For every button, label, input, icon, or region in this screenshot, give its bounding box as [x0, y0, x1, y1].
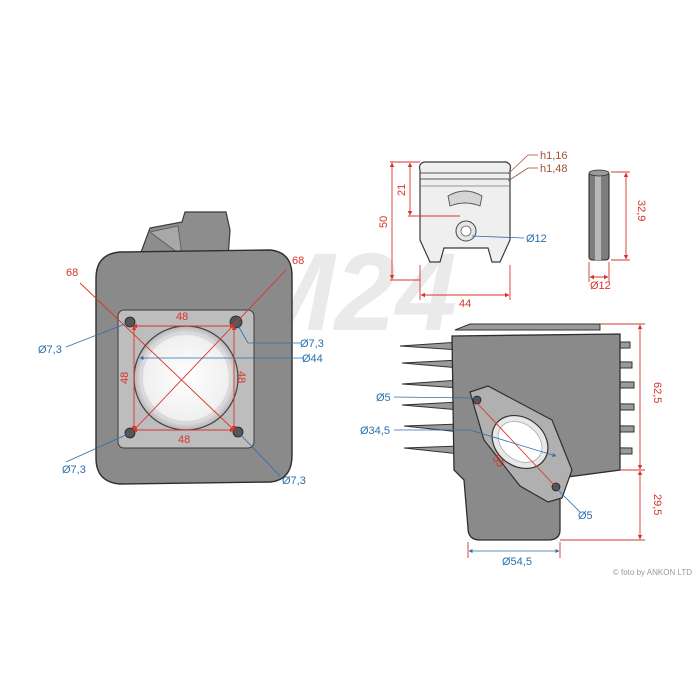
- piston-drawing: [389, 154, 538, 300]
- stud-hole-bottom-right-label: Ø7,3: [282, 475, 306, 487]
- port-hole-bottom-label: Ø5: [578, 510, 593, 522]
- stud-hole-top-right-label: Ø7,3: [300, 338, 324, 350]
- piston-pin-height-label: 21: [396, 184, 408, 196]
- port-hole-top-label: Ø5: [376, 392, 391, 404]
- bore-diameter-label: Ø44: [302, 353, 323, 365]
- stud-hole-bottom-left-label: Ø7,3: [62, 464, 86, 476]
- pin-diameter-label: Ø12: [590, 280, 611, 292]
- copyright-text: © foto by ANKON LTD: [612, 568, 692, 577]
- ring-top-label: h1,16: [540, 150, 568, 162]
- bolt-span-right-label: 48: [235, 371, 247, 383]
- cylinder-side-view: [393, 323, 645, 558]
- flange-diagonal-label: 55: [490, 453, 507, 470]
- stud-hole-top-left-label: Ø7,3: [38, 344, 62, 356]
- bolt-span-bottom-label: 48: [178, 434, 190, 446]
- pin-bore-label: Ø12: [526, 233, 547, 245]
- cylinder-top-view: [65, 211, 304, 485]
- piston-diameter-label: 44: [459, 298, 471, 310]
- ring-bottom-label: h1,48: [540, 163, 568, 175]
- exhaust-port-label: Ø34,5: [360, 425, 390, 437]
- bolt-span-top-label: 48: [176, 311, 188, 323]
- cyl-height-lower-label: 29,5: [651, 494, 663, 515]
- bolt-span-left-label: 48: [119, 372, 131, 384]
- cyl-height-upper-label: 62,5: [651, 382, 663, 403]
- pin-length-label: 32,9: [635, 200, 647, 221]
- diag-label-top-left: 68: [66, 267, 78, 279]
- base-diameter-label: Ø54,5: [502, 556, 532, 568]
- diag-label-top-right: 68: [292, 255, 304, 267]
- piston-height-label: 50: [378, 216, 390, 228]
- piston-pin-drawing: [588, 169, 630, 282]
